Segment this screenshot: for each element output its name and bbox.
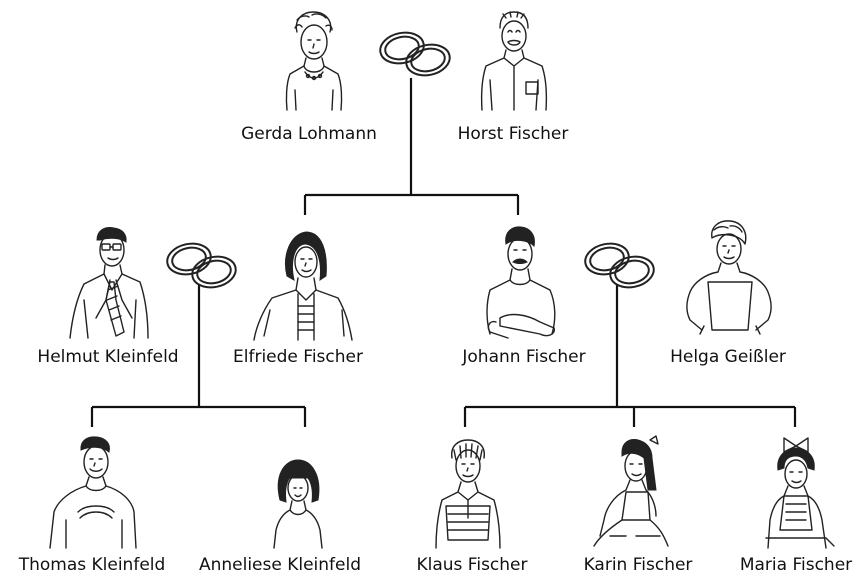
connector-gen1-bar	[303, 193, 520, 215]
girl-portrait-icon	[593, 435, 669, 547]
boy-portrait-icon	[435, 439, 501, 549]
person-helmut-kleinfeld: Helmut Kleinfeld	[37, 227, 179, 367]
person-johann-fischer: Johann Fischer	[461, 226, 586, 367]
person-elfriede-fischer: Elfriede Fischer	[233, 231, 363, 367]
tree-connectors	[90, 78, 797, 427]
grandmother-portrait-icon	[285, 11, 343, 111]
person-name: Thomas Kleinfeld	[18, 555, 166, 575]
person-maria-fischer: Maria Fischer	[740, 437, 852, 575]
wedding-rings-icon	[379, 31, 451, 77]
wedding-rings-icon	[584, 242, 655, 289]
person-gerda-lohmann: Gerda Lohmann	[241, 11, 377, 144]
boy-portrait-icon	[49, 436, 137, 549]
woman-portrait-icon	[686, 220, 772, 335]
girl-portrait-icon	[765, 437, 835, 549]
woman-portrait-icon	[253, 231, 353, 341]
person-horst-fischer: Horst Fischer	[458, 11, 569, 144]
person-name: Helga Geißler	[670, 347, 786, 367]
grandfather-portrait-icon	[480, 11, 548, 111]
man-with-glasses-portrait-icon	[69, 227, 149, 339]
person-name: Maria Fischer	[740, 555, 852, 575]
person-name: Gerda Lohmann	[241, 124, 377, 144]
person-name: Anneliese Kleinfeld	[199, 555, 361, 575]
person-klaus-fischer: Klaus Fischer	[416, 439, 528, 575]
connector-kleinfeld-bar	[90, 405, 307, 427]
person-name: Helmut Kleinfeld	[37, 347, 178, 367]
person-thomas-kleinfeld: Thomas Kleinfeld	[18, 436, 166, 575]
person-karin-fischer: Karin Fischer	[584, 435, 693, 575]
person-helga-geissler: Helga Geißler	[670, 220, 786, 367]
connector-fischer-bar	[463, 405, 797, 427]
man-with-moustache-portrait-icon	[486, 226, 556, 339]
person-name: Johann Fischer	[461, 347, 585, 367]
person-name: Karin Fischer	[584, 555, 693, 575]
wedding-rings-icon	[166, 242, 237, 289]
person-anneliese-kleinfeld: Anneliese Kleinfeld	[199, 459, 361, 575]
girl-portrait-icon	[273, 459, 323, 549]
person-name: Horst Fischer	[458, 124, 569, 144]
person-name: Klaus Fischer	[416, 555, 527, 575]
person-name: Elfriede Fischer	[233, 347, 363, 367]
